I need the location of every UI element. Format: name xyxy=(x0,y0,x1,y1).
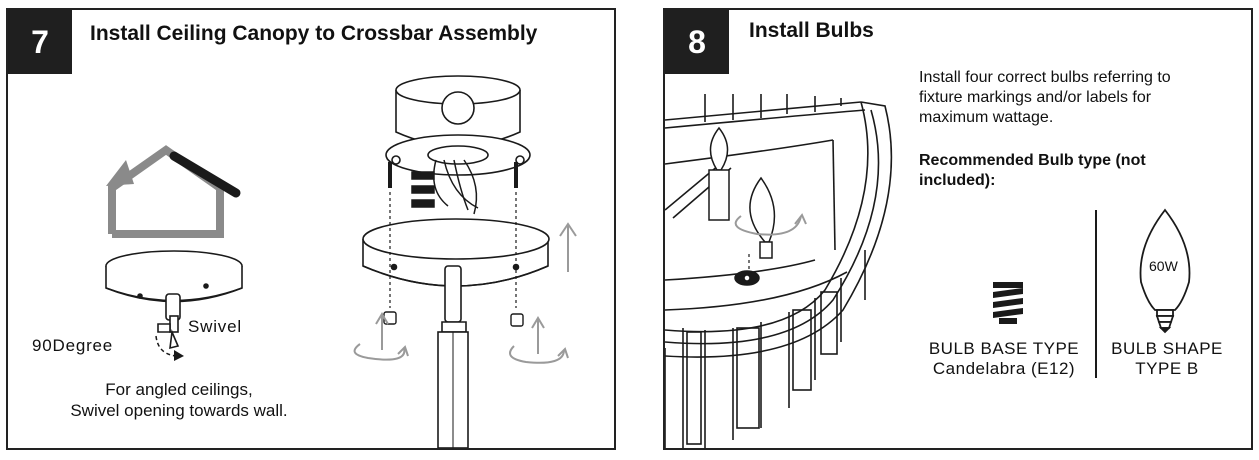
house-icon xyxy=(106,145,241,238)
step-8-number-badge: 8 xyxy=(665,10,729,74)
instruction-line-2: fixture markings and/or labels for xyxy=(919,89,1152,106)
ninety-degree-label: 90Degree xyxy=(32,336,114,355)
caption-line-1: For angled ceilings, xyxy=(105,380,253,399)
canopy-small-icon xyxy=(105,250,243,350)
step-8-title: Install Bulbs xyxy=(749,19,874,42)
rotate-bulb-arrow-icon xyxy=(734,213,807,236)
instruction-line-3: maximum wattage. xyxy=(919,109,1054,126)
install-instructions: Install four correct bulbs referring to … xyxy=(919,68,1171,128)
nut-right-icon xyxy=(510,313,524,327)
angled-ceiling-caption: For angled ceilings, Swivel opening towa… xyxy=(44,379,314,421)
new-bulb-icon xyxy=(749,176,776,243)
step-7-title: Install Ceiling Canopy to Crossbar Assem… xyxy=(90,22,538,45)
instruction-line-1: Install four correct bulbs referring to xyxy=(919,69,1171,86)
fixture-bulb-illustration xyxy=(665,94,1191,448)
bulb-shape-type-label: BULB SHAPE TYPE B xyxy=(1101,339,1233,379)
shape-type-line-1: BULB SHAPE xyxy=(1111,339,1223,358)
wire-connectors-icon xyxy=(411,159,479,215)
step-8-panel: 8 Install Bulbs xyxy=(663,8,1253,450)
bulb-shape-b-icon xyxy=(1139,208,1191,334)
fixture-cage-icon xyxy=(665,94,893,448)
recommended-bulb-heading: Recommended Bulb type (not included): xyxy=(919,151,1146,191)
installed-bulb-icon xyxy=(709,126,729,171)
crossbar-stem-icon xyxy=(437,265,469,448)
junction-box-icon xyxy=(385,75,531,188)
canopy-assembly-illustration xyxy=(105,75,577,448)
rotate-arrow-left-icon xyxy=(353,312,409,361)
swivel-arrow-icon xyxy=(155,335,177,357)
step-7-panel: 7 Install Ceiling Canopy to Crossbar Ass… xyxy=(6,8,616,450)
rotate-arrow-right-icon xyxy=(509,316,569,364)
candelabra-base-icon xyxy=(993,282,1023,324)
bulb-base-type-label: BULB BASE TYPE Candelabra (E12) xyxy=(919,339,1089,379)
shape-type-line-2: TYPE B xyxy=(1135,359,1199,378)
caption-line-2: Swivel opening towards wall. xyxy=(70,401,288,420)
canopy-large-icon xyxy=(362,218,550,287)
swivel-label: Swivel xyxy=(188,317,242,336)
step-7-number-badge: 7 xyxy=(8,10,72,74)
base-type-line-2: Candelabra (E12) xyxy=(932,359,1076,378)
wattage-label: 60W xyxy=(1149,258,1178,274)
base-type-line-1: BULB BASE TYPE xyxy=(928,339,1080,358)
recommended-line-1: Recommended Bulb type (not xyxy=(919,152,1146,169)
recommended-line-2: included): xyxy=(919,172,996,189)
up-arrow-icon xyxy=(559,222,577,272)
